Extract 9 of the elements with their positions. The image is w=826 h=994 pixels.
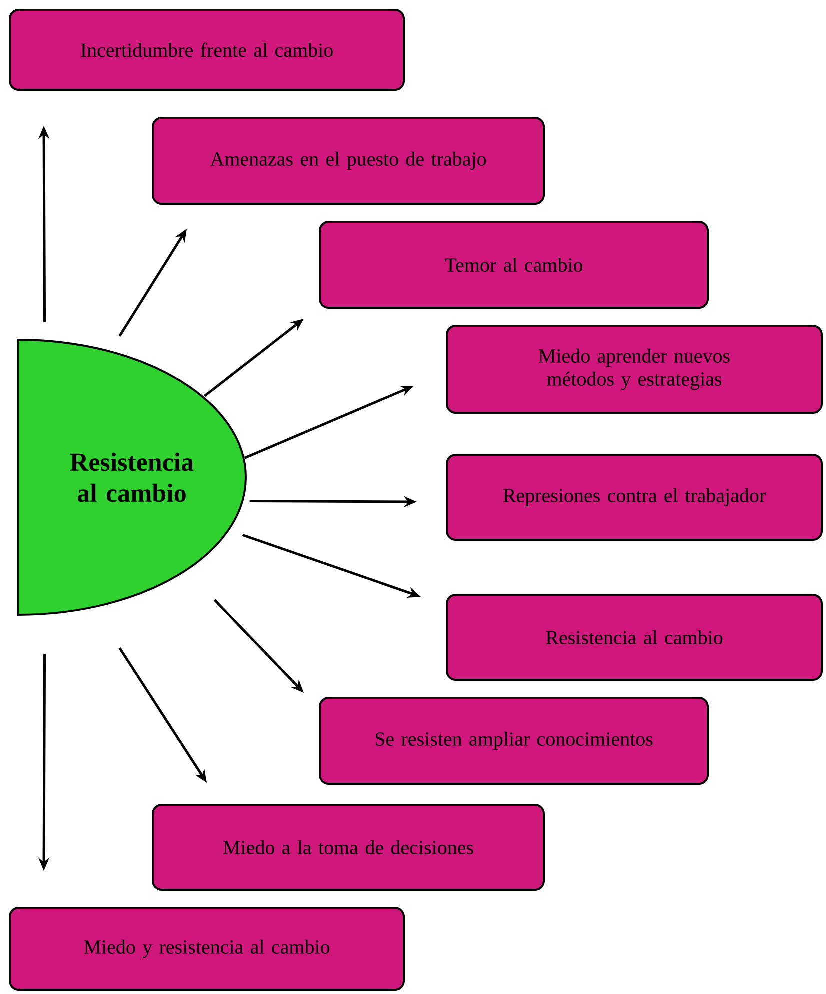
text-box: Temor al cambio — [319, 221, 709, 309]
text-box: Miedo a la toma de decisiones — [152, 804, 545, 891]
text-box: Se resisten ampliar conocimientos — [319, 697, 709, 785]
text-box: Resistencia al cambio — [446, 594, 823, 681]
text-box: Incertidumbre frente al cambio — [9, 9, 405, 91]
text-box: Amenazas en el puesto de trabajo — [152, 117, 545, 205]
text-box: Represiones contra el trabajador — [446, 454, 823, 541]
text-box: Miedo aprender nuevos métodos y estrategias — [446, 325, 823, 414]
text-box: Miedo y resistencia al cambio — [9, 907, 405, 991]
